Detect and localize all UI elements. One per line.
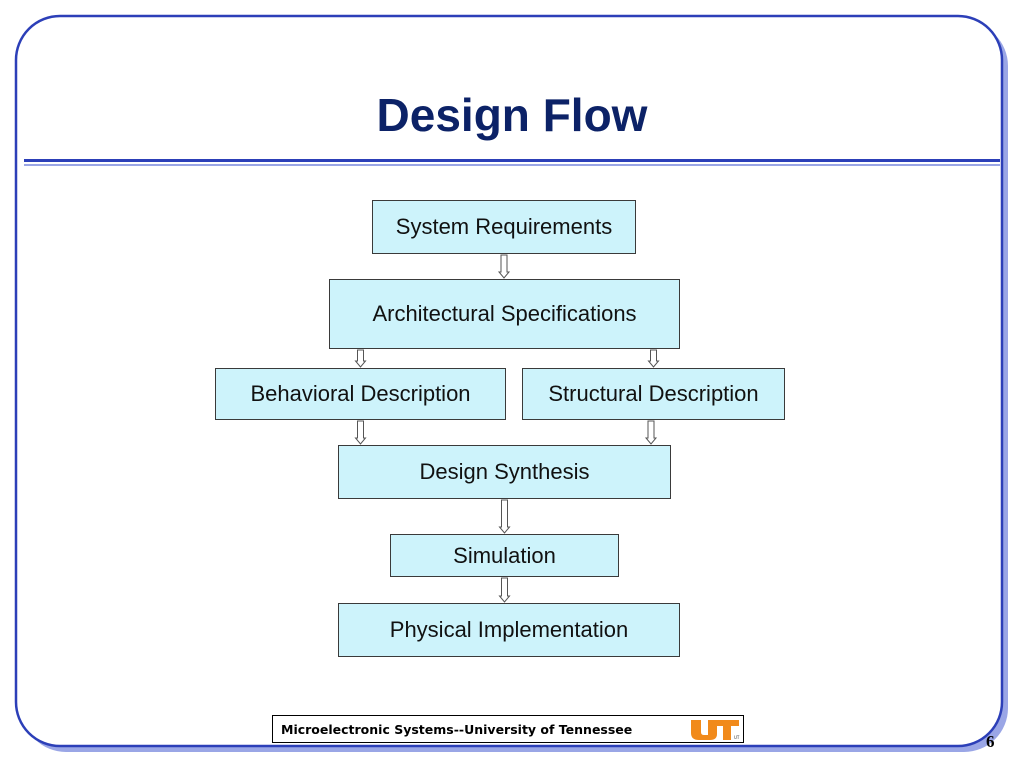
node-system-requirements: System Requirements xyxy=(372,200,636,254)
node-architectural-specifications: Architectural Specifications xyxy=(329,279,680,349)
arrow-behavioral-description-to-design-synthesis xyxy=(354,420,367,445)
arrow-architectural-specifications-to-behavioral-description xyxy=(354,349,367,368)
node-physical-implementation: Physical Implementation xyxy=(338,603,680,657)
logo-lettering: UT xyxy=(734,735,740,740)
arrow-design-synthesis-to-simulation xyxy=(498,499,511,534)
node-behavioral-description: Behavioral Description xyxy=(215,368,506,420)
arrow-simulation-to-physical-implementation xyxy=(498,577,511,603)
footer-banner: Microelectronic Systems--University of T… xyxy=(272,715,744,743)
flow-arrows xyxy=(354,254,660,603)
footer-text: Microelectronic Systems--University of T… xyxy=(281,721,633,737)
slide-title: Design Flow xyxy=(376,89,648,141)
node-simulation: Simulation xyxy=(390,534,619,577)
arrow-system-requirements-to-architectural-specifications xyxy=(497,254,511,279)
university-logo-icon: UT xyxy=(691,720,740,740)
page-number: 6 xyxy=(986,732,995,751)
node-design-synthesis: Design Synthesis xyxy=(338,445,671,499)
arrow-architectural-specifications-to-structural-description xyxy=(647,349,660,368)
arrow-structural-description-to-design-synthesis xyxy=(644,420,658,445)
node-structural-description: Structural Description xyxy=(522,368,785,420)
title-rule xyxy=(24,159,1000,162)
